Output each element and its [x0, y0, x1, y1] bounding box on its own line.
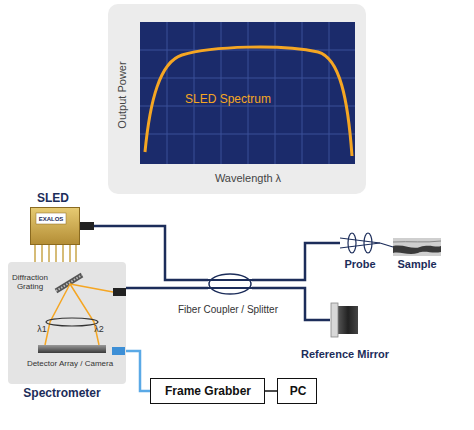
- fiber-coupler: Fiber Coupler / Splitter: [208, 273, 252, 295]
- part-name: Spectrometer: [23, 387, 100, 400]
- spectrum-chart: SLED Spectrum: [140, 22, 355, 164]
- sample-image: [393, 238, 441, 256]
- spectrum-panel: Output PowerWavelength λ SLED Spectrum: [108, 4, 366, 194]
- part-name: Detector Array / Camera: [27, 360, 113, 369]
- sample: Sample: [393, 238, 441, 256]
- part-name: Sample: [397, 258, 436, 270]
- axis-label: Output Power: [116, 61, 128, 128]
- curve-label: SLED Spectrum: [185, 93, 271, 106]
- process-box: Frame Grabber: [150, 378, 265, 404]
- ellipse-outline: [208, 273, 252, 295]
- process-box: PC: [277, 378, 317, 404]
- reference-mirror: Reference Mirror: [330, 303, 360, 337]
- wavelength-label: λ2: [94, 325, 104, 335]
- fiber-connector-line: [265, 390, 277, 392]
- reference-mirror: [331, 303, 358, 337]
- fiber-connector-line: [126, 287, 208, 290]
- part-name: SLED: [37, 192, 69, 205]
- axis-label: Wavelength λ: [215, 172, 281, 184]
- box-label: Frame Grabber: [165, 385, 251, 398]
- sled-package: SLED: [30, 207, 80, 245]
- sled-pins: [35, 245, 76, 262]
- chart-grid: [140, 22, 355, 164]
- fiber-connector: [80, 222, 94, 230]
- fiber-connector-line: [252, 243, 340, 280]
- box-label: PC: [290, 385, 307, 398]
- probe-optics: [340, 233, 393, 253]
- part-name: Probe: [344, 258, 375, 270]
- fiber-connector-line: [126, 351, 150, 391]
- part-name: Fiber Coupler / Splitter: [178, 304, 278, 315]
- part-name: Reference Mirror: [301, 348, 389, 360]
- part-name: Diffraction Grating: [9, 274, 51, 292]
- probe: Probe: [340, 232, 380, 254]
- logo-text: EXALOS: [39, 215, 64, 222]
- wavelength-label: λ1: [37, 325, 47, 335]
